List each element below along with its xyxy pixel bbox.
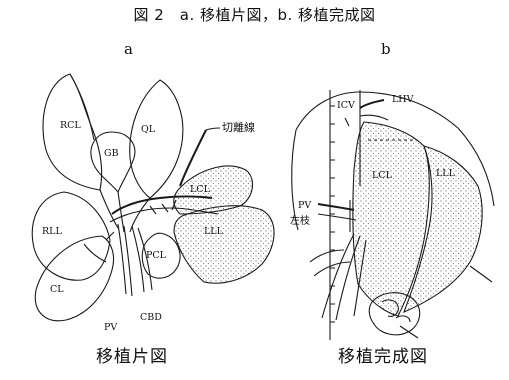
label-cut-line: 切離線	[222, 120, 255, 134]
label-rcl: RCL	[60, 120, 81, 131]
label-pv: PV	[104, 322, 117, 333]
lll-lobe	[174, 206, 274, 283]
pv-vessel	[318, 204, 354, 210]
panel-a-subcaption: 移植片図	[96, 342, 168, 367]
label-cl: CL	[50, 284, 64, 295]
label-rll: RLL	[42, 226, 62, 237]
lhv-vessel	[360, 100, 384, 108]
ql-lobe	[130, 80, 183, 198]
cl-lobe	[35, 236, 113, 321]
label-graft-lcl: LCL	[372, 170, 393, 181]
panel-b-subcaption: 移植完成図	[338, 342, 428, 367]
label-graft-lll: LLL	[436, 168, 456, 179]
label-ql: QL	[141, 124, 156, 135]
label-pv-b: PV	[298, 200, 311, 211]
label-lll: LLL	[204, 226, 224, 237]
panel-b-drawing: ICV LHV LCL LLL PV 左枝	[290, 90, 494, 340]
label-pcl: PCL	[146, 250, 167, 261]
label-left-branch: 左枝	[290, 214, 310, 227]
label-lcl: LCL	[190, 184, 211, 195]
label-gb: GB	[104, 148, 119, 159]
gallbladder	[91, 132, 135, 192]
label-lhv: LHV	[392, 94, 414, 105]
panel-a-drawing: RCL QL GB 切離線 LCL LLL RLL PCL CL PV CBD	[32, 74, 274, 333]
label-icv: ICV	[337, 100, 355, 111]
label-cbd: CBD	[140, 312, 162, 323]
